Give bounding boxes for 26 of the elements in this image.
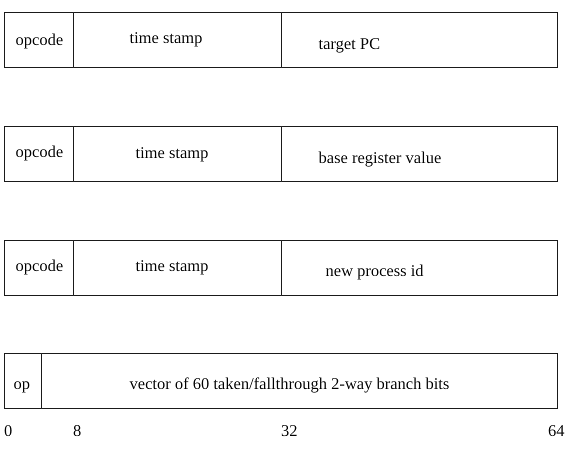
record-field <box>281 12 558 68</box>
record-field <box>4 240 74 296</box>
record-field <box>73 126 282 182</box>
field-name: base register value <box>318 148 442 168</box>
record-field <box>4 126 74 182</box>
record-field <box>4 12 74 68</box>
field-name: time stamp <box>130 28 202 48</box>
record-field <box>4 353 42 409</box>
record-field <box>73 12 282 68</box>
record-field <box>41 353 558 409</box>
record-field <box>281 126 558 182</box>
field-name: new process id <box>326 260 424 280</box>
field-name: target PC <box>318 34 380 54</box>
field-name: opcode <box>16 142 64 162</box>
field-name: vector of 60 taken/fallthrough 2-way branch bits <box>130 374 450 394</box>
bit-position-label: 0 <box>4 421 12 441</box>
field-name: op <box>14 374 30 394</box>
field-name: time stamp <box>136 142 208 162</box>
bit-position-label: 64 <box>548 421 564 441</box>
field-name: time stamp <box>136 256 208 276</box>
field-name: opcode <box>16 30 64 50</box>
bit-position-label: 8 <box>73 421 82 441</box>
field-name: opcode <box>16 256 64 276</box>
record-field <box>73 240 282 296</box>
record-field <box>281 240 558 296</box>
bit-position-label: 32 <box>281 421 298 441</box>
